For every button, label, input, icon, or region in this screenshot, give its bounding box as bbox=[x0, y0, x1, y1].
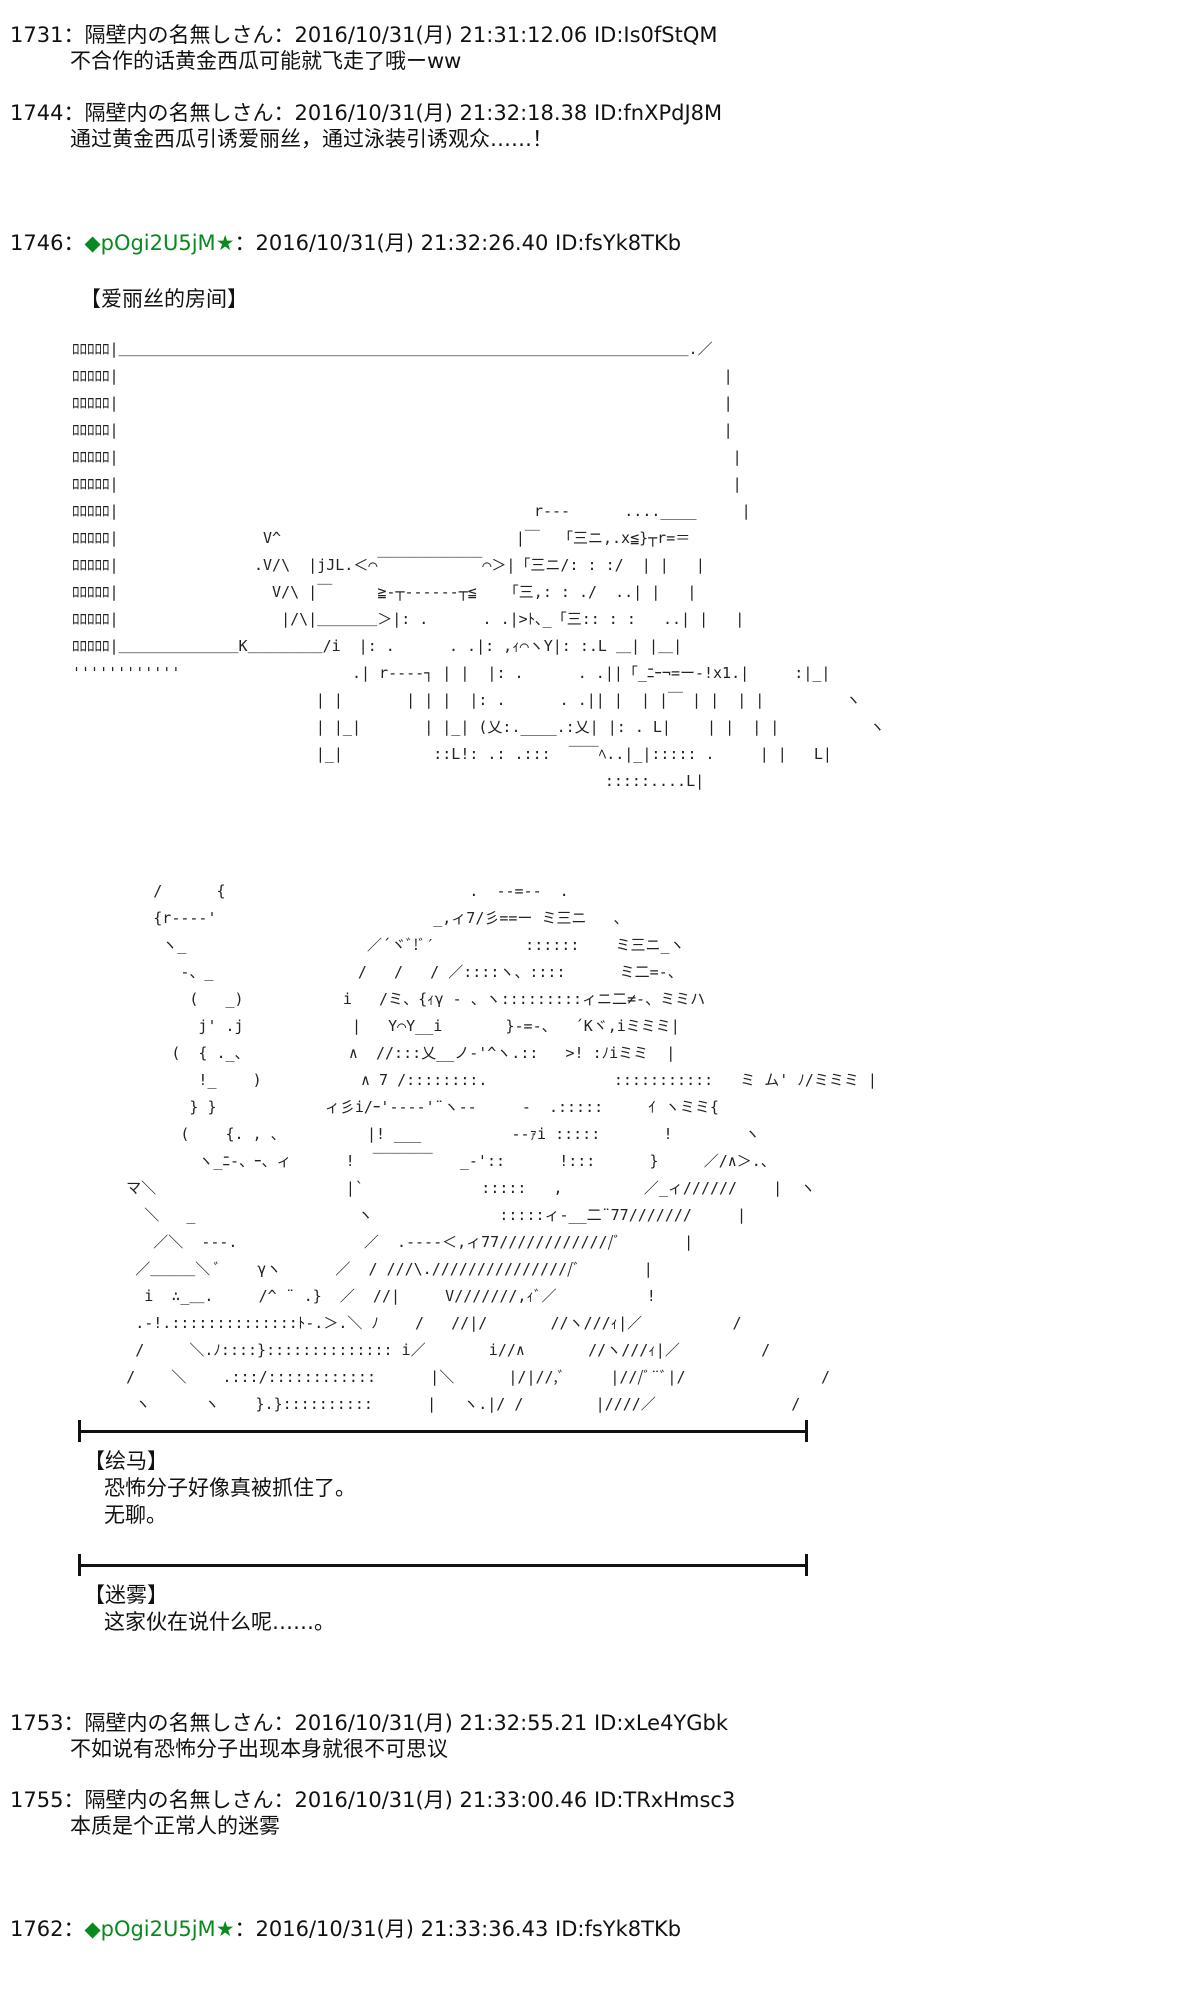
post-date: 2016/10/31(月) 21:31:12.06 bbox=[294, 23, 588, 47]
poster-id[interactable]: ID:fnXPdJ8M bbox=[593, 101, 723, 125]
dialogue-divider bbox=[78, 1554, 808, 1576]
poster-name: pOgi2U5jM bbox=[100, 1917, 216, 1941]
separator: ： bbox=[273, 23, 295, 47]
poster-name: 隔壁内の名無しさん bbox=[84, 101, 274, 125]
separator: ： bbox=[234, 231, 256, 255]
post-date: 2016/10/31(月) 21:32:26.40 bbox=[255, 231, 549, 255]
post-number: 1762 bbox=[10, 1917, 64, 1941]
dialogue-line: 恐怖分子好像真被抓住了。 bbox=[104, 1476, 356, 1500]
dialogue-speaker: 【绘马】 bbox=[84, 1449, 168, 1473]
post-date: 2016/10/31(月) 21:33:36.43 bbox=[255, 1917, 549, 1941]
poster-name: 隔壁内の名無しさん bbox=[84, 23, 274, 47]
poster-id[interactable]: ID:fsYk8TKb bbox=[555, 231, 682, 255]
poster-id[interactable]: ID:TRxHmsc3 bbox=[593, 1788, 736, 1812]
post-header: 1755：隔壁内の名無しさん：2016/10/31(月) 21:33:00.46… bbox=[10, 1787, 1190, 1813]
poster-id[interactable]: ID:fsYk8TKb bbox=[555, 1917, 682, 1941]
star-icon: ★ bbox=[215, 1917, 235, 1941]
post: 1755：隔壁内の名無しさん：2016/10/31(月) 21:33:00.46… bbox=[10, 1787, 1190, 1840]
post-number: 1755 bbox=[10, 1788, 64, 1812]
post-number: 1744 bbox=[10, 101, 64, 125]
separator: ： bbox=[63, 1711, 85, 1735]
separator: ： bbox=[234, 1917, 256, 1941]
post-header: 1753：隔壁内の名無しさん：2016/10/31(月) 21:32:55.21… bbox=[10, 1710, 1190, 1736]
dialogue-speaker: 【迷雾】 bbox=[84, 1583, 168, 1607]
post-number: 1731 bbox=[10, 23, 64, 47]
post-date: 2016/10/31(月) 21:33:00.46 bbox=[294, 1788, 588, 1812]
post: 1731：隔壁内の名無しさん：2016/10/31(月) 21:31:12.06… bbox=[10, 22, 1190, 75]
post-header: 1762：◆pOgi2U5jM★：2016/10/31(月) 21:33:36.… bbox=[10, 1916, 1190, 1942]
poster-name: 隔壁内の名無しさん bbox=[84, 1788, 274, 1812]
post: 1746：◆pOgi2U5jM★：2016/10/31(月) 21:32:26.… bbox=[10, 230, 1190, 256]
post: 1762：◆pOgi2U5jM★：2016/10/31(月) 21:33:36.… bbox=[10, 1916, 1190, 1942]
post: 1753：隔壁内の名無しさん：2016/10/31(月) 21:32:55.21… bbox=[10, 1710, 1190, 1763]
separator: ： bbox=[63, 231, 85, 255]
room-ascii-art: ﾛﾛﾛﾛﾛ|＿＿＿＿＿＿＿＿＿＿＿＿＿＿＿＿＿＿＿＿＿＿＿＿＿＿＿＿＿＿＿＿＿＿… bbox=[72, 340, 885, 790]
scene-title: 【爱丽丝的房间】 bbox=[80, 287, 248, 311]
post-number: 1746 bbox=[10, 231, 64, 255]
dialogue-line: 无聊。 bbox=[104, 1503, 167, 1527]
separator: ： bbox=[273, 1711, 295, 1735]
star-icon: ★ bbox=[215, 231, 235, 255]
post-header: 1731：隔壁内の名無しさん：2016/10/31(月) 21:31:12.06… bbox=[10, 22, 1190, 48]
post-number: 1753 bbox=[10, 1711, 64, 1735]
post-body: 不如说有恐怖分子出现本身就很不可思议 bbox=[70, 1737, 448, 1761]
post: 1744：隔壁内の名無しさん：2016/10/31(月) 21:32:18.38… bbox=[10, 100, 1190, 153]
post-date: 2016/10/31(月) 21:32:55.21 bbox=[294, 1711, 588, 1735]
post-header: 1746：◆pOgi2U5jM★：2016/10/31(月) 21:32:26.… bbox=[10, 230, 1190, 256]
dialogue-divider bbox=[78, 1420, 808, 1442]
post-body: 本质是个正常人的迷雾 bbox=[70, 1814, 280, 1838]
trip-diamond-icon: ◆ bbox=[84, 231, 101, 255]
poster-id[interactable]: ID:xLe4YGbk bbox=[593, 1711, 729, 1735]
character-ascii-art: / { . ‐‐=‐- . {r‐‐-‐' _,ィ7/彡==ー ミ三ニ 、 ヽ_… bbox=[126, 882, 877, 1413]
post-date: 2016/10/31(月) 21:32:18.38 bbox=[294, 101, 588, 125]
separator: ： bbox=[63, 101, 85, 125]
separator: ： bbox=[63, 23, 85, 47]
poster-name: pOgi2U5jM bbox=[100, 231, 216, 255]
dialogue-line: 这家伙在说什么呢……。 bbox=[104, 1610, 335, 1634]
poster-name: 隔壁内の名無しさん bbox=[84, 1711, 274, 1735]
post-body: 通过黄金西瓜引诱爱丽丝，通过泳装引诱观众‥‥‥！ bbox=[70, 127, 554, 151]
trip-diamond-icon: ◆ bbox=[84, 1917, 101, 1941]
separator: ： bbox=[63, 1788, 85, 1812]
post-header: 1744：隔壁内の名無しさん：2016/10/31(月) 21:32:18.38… bbox=[10, 100, 1190, 126]
separator: ： bbox=[273, 101, 295, 125]
separator: ： bbox=[273, 1788, 295, 1812]
poster-id[interactable]: ID:Is0fStQM bbox=[593, 23, 718, 47]
separator: ： bbox=[63, 1917, 85, 1941]
post-body: 不合作的话黄金西瓜可能就飞走了哦ーww bbox=[70, 49, 462, 73]
